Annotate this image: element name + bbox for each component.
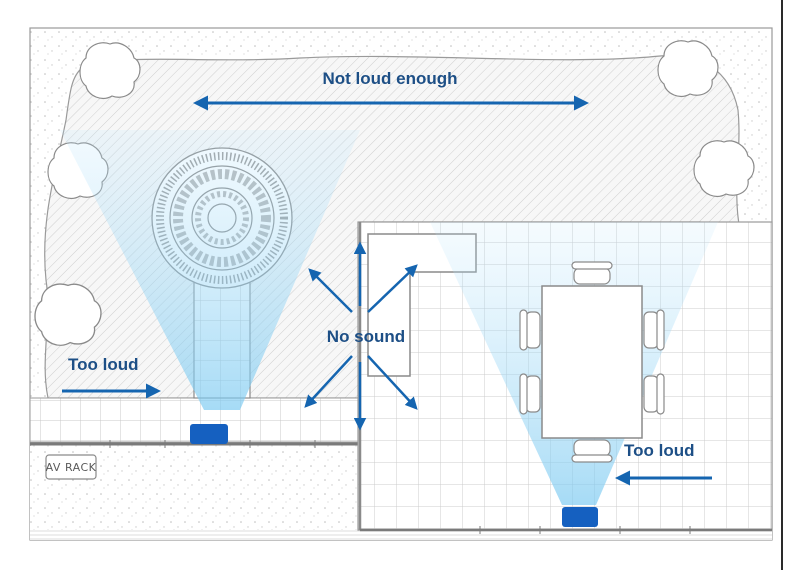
tree-icon bbox=[657, 40, 719, 97]
sound-beam-left bbox=[60, 130, 360, 410]
tree-icon bbox=[34, 283, 102, 346]
tree-icon bbox=[79, 42, 141, 99]
chair-icon bbox=[519, 261, 665, 463]
too-loud-left-label: Too loud bbox=[68, 355, 139, 374]
not-loud-enough-label: Not loud enough bbox=[322, 69, 457, 88]
av-rack-label: AV RACK bbox=[46, 461, 97, 474]
wall-ticks bbox=[109, 440, 316, 448]
no-sound-arrows bbox=[304, 241, 418, 431]
no-sound-label: No sound bbox=[327, 327, 405, 346]
tree-icon bbox=[693, 140, 755, 197]
av-rack: AV RACK bbox=[45, 454, 97, 480]
dining-table-icon bbox=[541, 285, 643, 439]
speaker-icon bbox=[190, 424, 228, 444]
bottom-walkway bbox=[30, 530, 772, 540]
speaker-icon bbox=[562, 507, 598, 527]
too-loud-right-label: Too loud bbox=[624, 441, 695, 460]
